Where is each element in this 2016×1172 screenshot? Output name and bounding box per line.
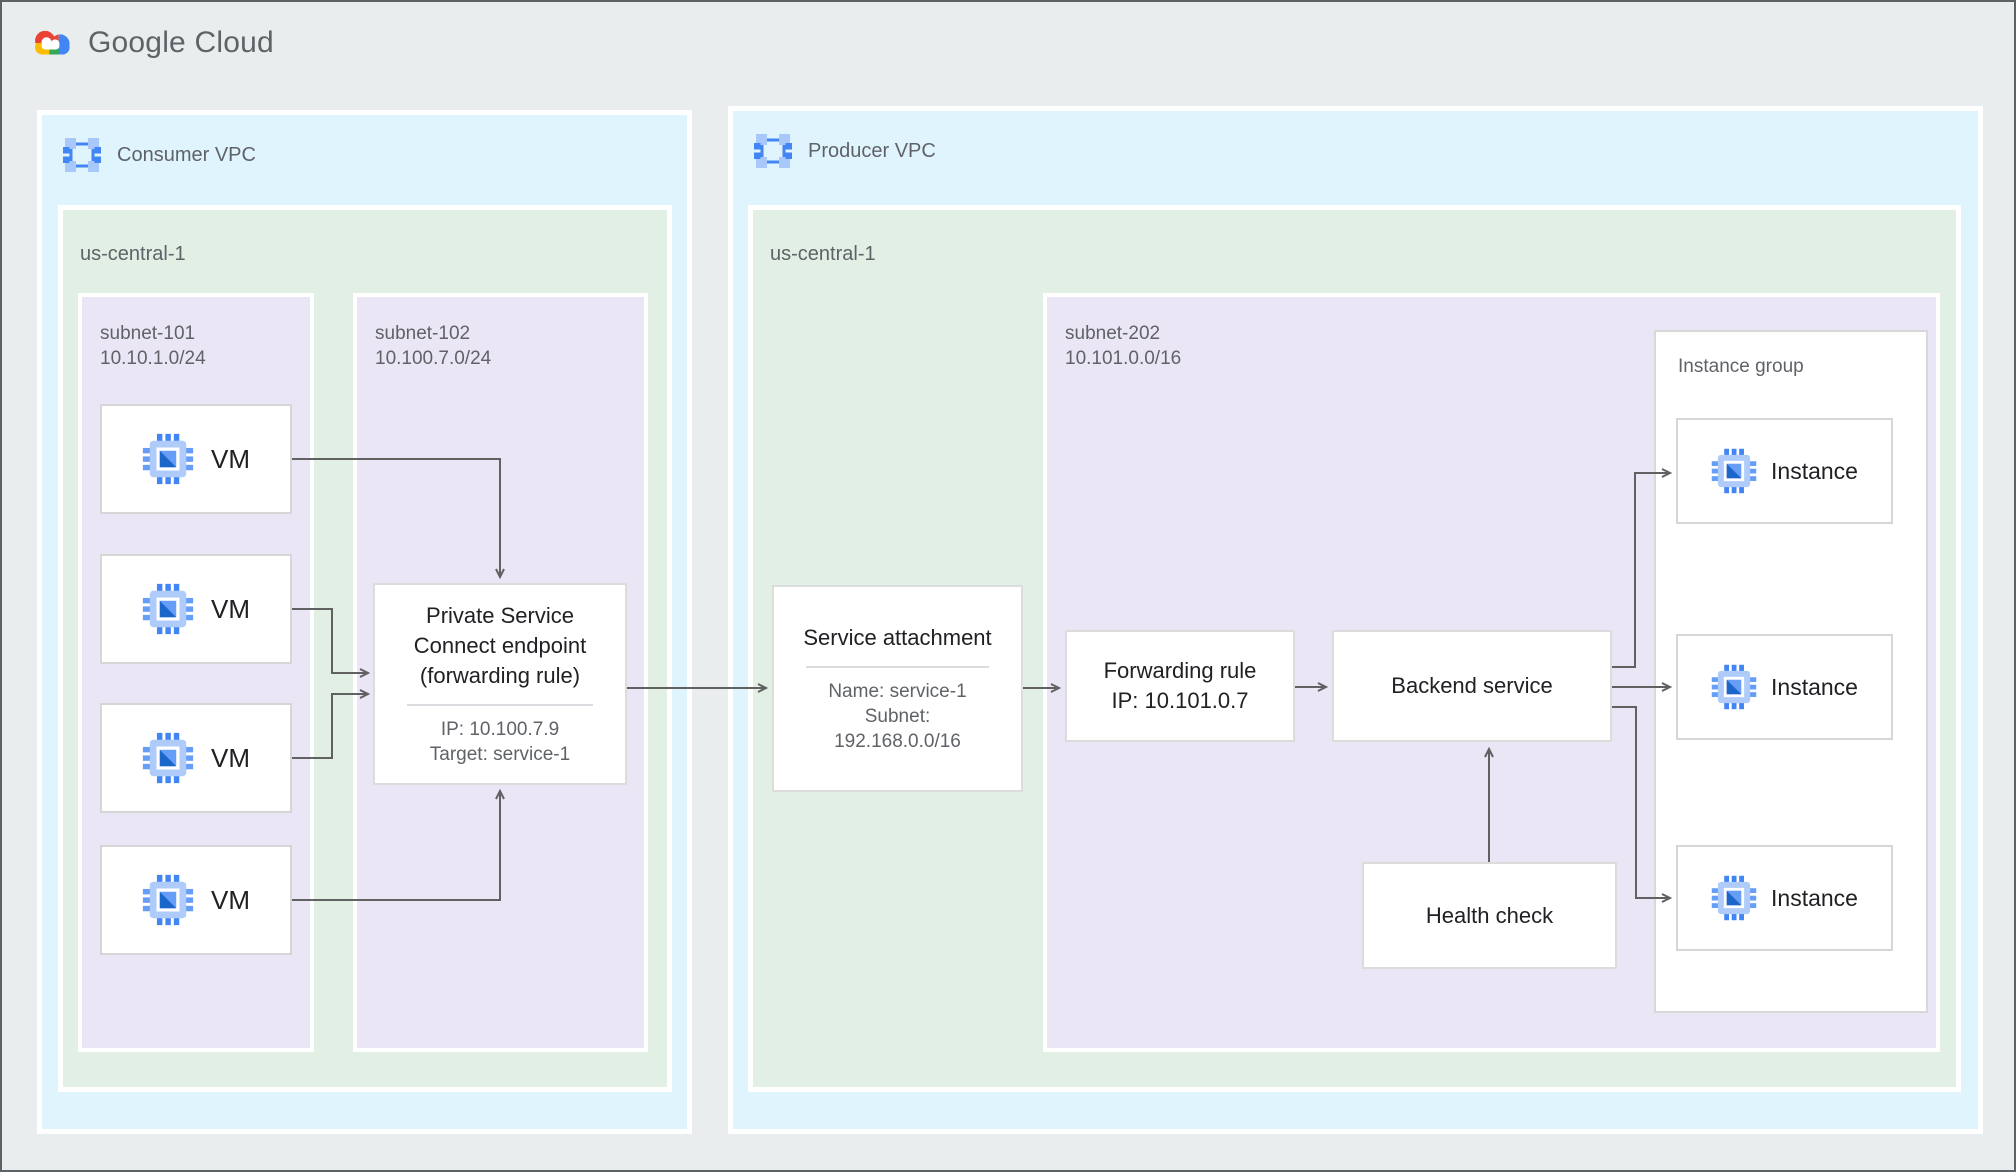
forwarding-rule-ip: IP: 10.101.0.7 [1111,688,1249,713]
consumer-vpc-header: Consumer VPC [62,133,256,177]
vm-label: VM [211,742,250,773]
subnet-101-label: subnet-101 10.10.1.0/24 [100,321,206,371]
health-check-label: Health check [1425,902,1554,928]
vm-icon [142,874,194,926]
producer-region-label: us-central-1 [770,243,876,265]
subnet-202-zone: subnet-202 10.101.0.0/16 Forwarding rule… [1043,293,1940,1052]
instance-icon [1711,664,1757,710]
producer-vpc-header: Producer VPC [753,129,936,173]
service-attachment-subnet-cidr: 192.168.0.0/16 [834,731,961,752]
producer-region-zone: us-central-1 Service attachment Name: se… [748,205,1961,1092]
consumer-vpc-zone: Consumer VPC us-central-1 subnet-101 10.… [37,110,692,1134]
instance-node-2: Instance [1676,634,1893,740]
google-cloud-logo-text: Google Cloud [88,26,274,59]
vm-node-4: VM [100,845,292,955]
service-attachment-title: Service attachment [803,625,992,650]
instance-group-label: Instance group [1678,356,1804,377]
consumer-region-zone: us-central-1 subnet-101 10.10.1.0/24 VM … [58,205,672,1092]
backend-service-label: Backend service [1391,673,1553,698]
instance-label: Instance [1771,673,1858,700]
forwarding-rule-node: Forwarding rule IP: 10.101.0.7 [1065,630,1295,742]
subnet-101-cidr: 10.10.1.0/24 [100,348,206,369]
vm-node-2: VM [100,554,292,664]
subnet-101-name: subnet-101 [100,323,196,344]
google-cloud-logo: Google Cloud [30,24,274,62]
producer-vpc-label: Producer VPC [808,139,936,162]
subnet-202-cidr: 10.101.0.0/16 [1065,348,1182,369]
subnet-202-label: subnet-202 10.101.0.0/16 [1065,321,1181,371]
consumer-vpc-label: Consumer VPC [117,143,256,166]
instance-group-zone: Instance group Instance Instance Instanc… [1654,330,1928,1013]
vm-icon [142,732,194,784]
psc-endpoint-title: Private Service Connect endpoint (forwar… [413,603,587,688]
service-attachment-node: Service attachment Name: service-1 Subne… [772,585,1023,792]
psc-endpoint-node: Private Service Connect endpoint (forwar… [373,583,627,785]
instance-node-1: Instance [1676,418,1893,524]
instance-node-3: Instance [1676,845,1893,951]
instance-icon [1711,875,1757,921]
vm-label: VM [211,443,250,474]
vm-label: VM [211,884,250,915]
consumer-region-label: us-central-1 [80,243,186,265]
divider [806,666,989,668]
vpc-network-icon [753,131,793,171]
backend-service-node: Backend service [1332,630,1612,742]
psc-endpoint-ip: IP: 10.100.7.9 [440,719,560,740]
subnet-102-label: subnet-102 10.100.7.0/24 [375,321,491,371]
vm-label: VM [211,593,250,624]
subnet-102-cidr: 10.100.7.0/24 [375,348,492,369]
vm-node-3: VM [100,703,292,813]
producer-vpc-zone: Producer VPC us-central-1 Service attach… [728,106,1983,1134]
service-attachment-subnet-label: Subnet: [864,706,931,727]
instance-icon [1711,448,1757,494]
vpc-network-icon [62,135,102,175]
divider [407,704,593,706]
subnet-102-name: subnet-102 [375,323,471,344]
instance-label: Instance [1771,884,1858,911]
vm-icon [142,583,194,635]
psc-endpoint-target: Target: service-1 [429,744,571,765]
subnet-101-zone: subnet-101 10.10.1.0/24 VM VM VM V [78,293,314,1052]
google-cloud-logo-icon [30,24,76,62]
forwarding-rule-title: Forwarding rule [1103,658,1257,683]
instance-label: Instance [1771,457,1858,484]
subnet-202-name: subnet-202 [1065,323,1161,344]
vm-node-1: VM [100,404,292,514]
health-check-node: Health check [1362,862,1617,969]
subnet-102-zone: subnet-102 10.100.7.0/24 Private Service… [353,293,648,1052]
service-attachment-name: Name: service-1 [828,681,967,702]
vm-icon [142,433,194,485]
